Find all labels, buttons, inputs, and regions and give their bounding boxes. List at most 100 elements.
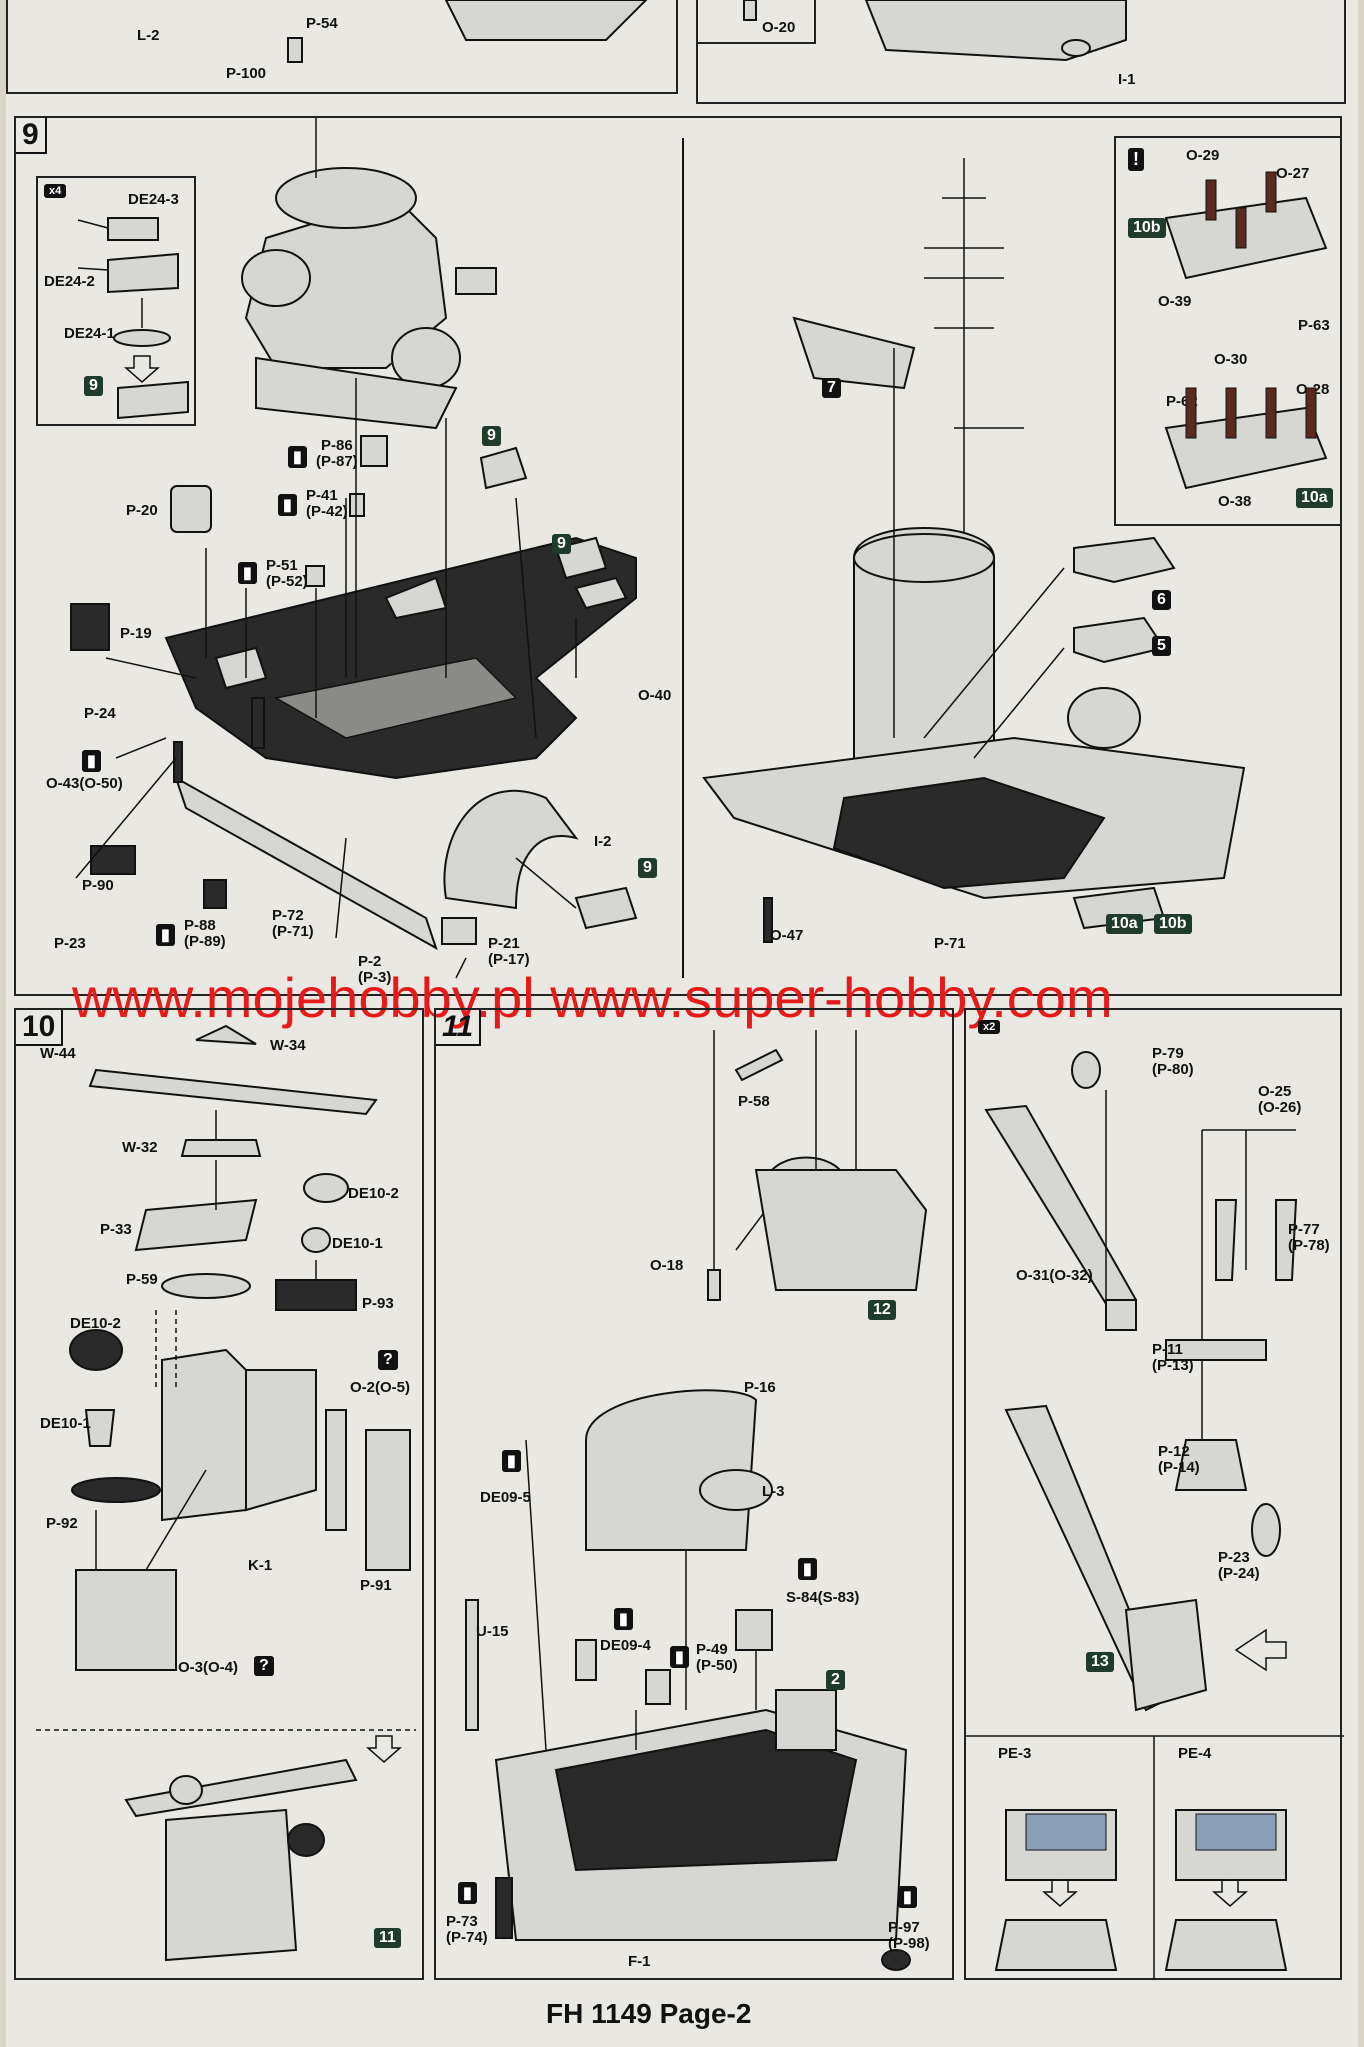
label-u15: U-15 — [476, 1623, 509, 1640]
label-p54: P-54 — [306, 15, 338, 32]
label-w32: W-32 — [122, 1139, 158, 1156]
inset-multiplier: x4 — [44, 184, 67, 198]
ref-icon-de09-4: ▮ — [614, 1608, 633, 1630]
label-o39: O-39 — [1158, 293, 1192, 310]
label-pe3: PE-3 — [998, 1745, 1032, 1762]
label-p58: P-58 — [738, 1093, 770, 1110]
label-p88: P-88(P-89) — [184, 917, 226, 950]
label-o38: O-38 — [1218, 493, 1252, 510]
step-12-panel: x2 P — [964, 1008, 1344, 1980]
label-o27: O-27 — [1276, 165, 1310, 182]
label-de10-1-b: DE10-1 — [40, 1415, 91, 1432]
ref-icon-p41: ▮ — [278, 494, 297, 516]
top-strip-frame-right — [696, 0, 1346, 104]
ref-icon-p86: ▮ — [288, 446, 307, 468]
step-10-number: 10 — [16, 1010, 64, 1046]
ref-5: 5 — [1152, 636, 1171, 656]
step-12-drawing — [966, 1051, 1344, 1980]
step-9-right-drawing — [702, 158, 1246, 943]
label-p91: P-91 — [360, 1577, 392, 1594]
label-p41: P-41(P-42) — [306, 487, 348, 520]
label-o30: O-30 — [1214, 351, 1248, 368]
label-p59: P-59 — [126, 1271, 158, 1288]
label-de10-2-a: DE10-2 — [348, 1185, 399, 1202]
label-p72: P-72(P-71) — [272, 907, 314, 940]
label-p23: P-23 — [54, 935, 86, 952]
label-o43: O-43(O-50) — [46, 775, 123, 792]
ref-11: 11 — [374, 1928, 401, 1948]
ref-10b-inset: 10b — [1128, 218, 1166, 238]
label-i1: I-1 — [1118, 71, 1136, 88]
top-strip-drawing — [287, 0, 1127, 63]
label-p21: P-21(P-17) — [488, 935, 530, 968]
label-p23-s12: P-23(P-24) — [1218, 1549, 1260, 1582]
label-de10-1-a: DE10-1 — [332, 1235, 383, 1252]
step-9-divider — [682, 138, 684, 978]
ref-icon-de09-5: ▮ — [502, 1450, 521, 1472]
inset-turret-drawing — [77, 217, 189, 420]
step-11-drawing — [465, 1030, 928, 1971]
label-p100: P-100 — [226, 65, 267, 82]
label-p2: P-2(P-3) — [358, 953, 392, 986]
label-s84: S-84(S-83) — [786, 1589, 860, 1606]
label-p16: P-16 — [744, 1379, 776, 1396]
label-de24-2: DE24-2 — [44, 273, 95, 290]
label-k1: K-1 — [248, 1557, 273, 1574]
ref-icon-p49: ▮ — [670, 1646, 689, 1668]
label-l3: L-3 — [762, 1483, 785, 1500]
step-9-panel: 9 x4 DE24-3 DE24-2 DE24-1 9 — [14, 116, 1342, 996]
top-strip-frame — [6, 0, 678, 94]
label-p20: P-20 — [126, 502, 158, 519]
label-o31: O-31(O-32) — [1016, 1267, 1093, 1284]
step-9-left-drawing — [70, 118, 638, 979]
ref-9-c: 9 — [638, 858, 657, 878]
ref-13: 13 — [1086, 1652, 1114, 1672]
label-w44: W-44 — [40, 1045, 76, 1062]
label-o3: O-3(O-4) — [178, 1659, 238, 1676]
ref-icon-o43: ▮ — [82, 750, 101, 772]
label-p90: P-90 — [82, 877, 114, 894]
label-p92: P-92 — [46, 1515, 78, 1532]
ref-icon-p73: ▮ — [458, 1882, 477, 1904]
ref-2: 2 — [826, 1670, 845, 1690]
label-p19: P-19 — [120, 625, 152, 642]
ref-icon-p88: ▮ — [156, 924, 175, 946]
label-de09-5: DE09-5 — [480, 1489, 531, 1506]
label-p86: P-86(P-87) — [316, 437, 358, 470]
label-p49: P-49(P-50) — [696, 1641, 738, 1674]
ref-12: 12 — [868, 1300, 896, 1320]
inset-ref-9: 9 — [84, 376, 103, 396]
step-9-right-inset: ! O-29 O-27 10b O-39 P-63 O-30 O-28 P-62… — [1114, 136, 1342, 526]
label-o40: O-40 — [638, 687, 672, 704]
label-l2: L-2 — [137, 27, 160, 44]
label-p33: P-33 — [100, 1221, 132, 1238]
step-11-panel: 11 P-58 O-18 P-16 — [434, 1008, 954, 1980]
step-10-panel: 10 — [14, 1008, 424, 1980]
label-de24-1: DE24-1 — [64, 325, 115, 342]
label-p93: P-93 — [362, 1295, 394, 1312]
ref-10b: 10b — [1154, 914, 1192, 934]
page-footer: FH 1149 Page-2 — [546, 1998, 752, 2029]
label-de09-4: DE09-4 — [600, 1637, 651, 1654]
label-p11: P-11(P-13) — [1152, 1341, 1194, 1374]
label-i2: I-2 — [594, 833, 612, 850]
label-pe4: PE-4 — [1178, 1745, 1212, 1762]
question-icon-2: ? — [254, 1656, 274, 1676]
label-o20: O-20 — [762, 19, 796, 36]
label-f1: F-1 — [628, 1953, 651, 1970]
ref-9-b: 9 — [552, 534, 571, 554]
question-icon-1: ? — [378, 1350, 398, 1370]
ref-10a-inset: 10a — [1296, 488, 1333, 508]
watermark: www.mojehobby.pl www.super-hobby.com — [72, 966, 1113, 1029]
label-o25: O-25(O-26) — [1258, 1083, 1302, 1116]
label-p77: P-77(P-78) — [1288, 1221, 1330, 1254]
instruction-page: L-2 P-54 P-100 O-20 I-1 9 x4 DE24-3 DE24… — [6, 0, 1358, 2047]
ref-icon-s84: ▮ — [798, 1558, 817, 1580]
label-de10-2-b: DE10-2 — [70, 1315, 121, 1332]
inset-cradle-drawing — [1164, 171, 1328, 490]
label-o29: O-29 — [1186, 147, 1220, 164]
ref-9-a: 9 — [482, 426, 501, 446]
label-de24-3: DE24-3 — [128, 191, 179, 208]
label-p51: P-51(P-52) — [266, 557, 308, 590]
label-p12: P-12(P-14) — [1158, 1443, 1200, 1476]
